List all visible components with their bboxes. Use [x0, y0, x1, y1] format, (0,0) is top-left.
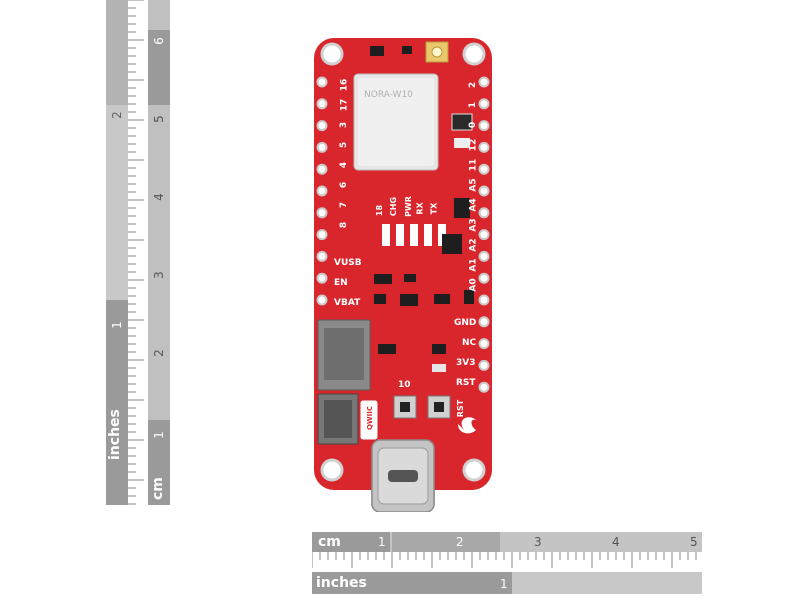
right-pin-label-12: 12 — [468, 138, 479, 152]
right-pin-label-rst: RST — [456, 378, 476, 388]
left-pin-label-4: 4 — [339, 161, 350, 169]
horizontal-ruler: cm 1 2 3 4 5 inches 1 — [311, 532, 702, 594]
horizontal-cm-number-3: 3 — [534, 535, 542, 549]
horizontal-inches-label: inches — [316, 575, 367, 591]
vertical-cm-number-3: 3 — [151, 271, 166, 279]
left-pin-label-5: 5 — [339, 141, 350, 149]
right-pin-label-2: 2 — [468, 81, 479, 89]
vertical-inch-number-1: 1 — [109, 321, 124, 329]
right-pin-label-gnd: GND — [454, 318, 477, 328]
pin-hole — [478, 338, 490, 350]
pin-hole — [478, 120, 490, 132]
right-pin-label-1: 1 — [468, 101, 479, 109]
sparkfun-flame-logo — [458, 417, 476, 434]
vertical-ruler-graphic — [106, 0, 170, 505]
left-pin-label-3: 3 — [339, 121, 350, 129]
pin-hole — [478, 207, 490, 219]
pin-hole — [478, 294, 490, 306]
left-pin-label-vusb: VUSB — [334, 258, 362, 268]
led-label-chg: CHG — [389, 196, 399, 217]
right-pin-label-a0: A0 — [468, 278, 479, 292]
pin-hole — [478, 76, 490, 88]
pin-hole — [478, 98, 490, 110]
right-pin-label-3v3: 3V3 — [456, 358, 476, 368]
horizontal-cm-number-4: 4 — [612, 535, 620, 549]
module-marking: NORA-W10 — [364, 90, 413, 100]
pin-hole — [478, 229, 490, 241]
horizontal-ruler-graphic — [311, 532, 702, 594]
pin-hole — [478, 185, 490, 197]
pin-hole — [316, 98, 328, 110]
vertical-cm-number-1: 1 — [151, 431, 166, 439]
right-pin-label-0: 0 — [468, 121, 479, 129]
button-label-10: 10 — [398, 380, 411, 390]
horizontal-cm-number-1: 1 — [378, 535, 386, 549]
left-pin-label-8: 8 — [339, 221, 350, 229]
left-pin-label-17: 17 — [339, 98, 350, 112]
smd-part — [454, 138, 470, 148]
pin-hole — [316, 76, 328, 88]
qwiic-logo — [359, 399, 379, 441]
mounting-hole-bottom-left — [320, 458, 344, 482]
pin-hole — [478, 141, 490, 153]
button-label-rst: RST — [456, 399, 466, 418]
pin-hole — [478, 272, 490, 284]
vertical-cm-number-6: 6 — [151, 37, 166, 45]
thing-plus-board: NORA-W10 16 17 3 5 4 6 7 8 VUSB EN VBAT … — [314, 38, 492, 513]
vertical-cm-number-2: 2 — [151, 349, 166, 357]
right-pin-label-11: 11 — [468, 158, 479, 172]
left-pin-label-16: 16 — [339, 78, 350, 92]
right-pin-label-a5: A5 — [468, 178, 479, 192]
pin-hole — [478, 250, 490, 262]
qwiic-label: QWIIC — [366, 405, 375, 431]
pin-hole — [478, 359, 490, 371]
vertical-inches-label: inches — [107, 409, 123, 460]
pin-hole — [478, 381, 490, 393]
led-label-pwr: PWR — [403, 196, 413, 217]
led-label-tx: TX — [429, 202, 439, 215]
pin-hole — [316, 229, 328, 241]
usb-serial-ic — [442, 234, 462, 254]
vertical-cm-number-5: 5 — [151, 115, 166, 123]
pin-hole — [316, 185, 328, 197]
horizontal-inch-number-1: 1 — [500, 577, 508, 591]
pin-hole — [316, 207, 328, 219]
pin-hole — [316, 294, 328, 306]
right-pin-label-a1: A1 — [468, 258, 479, 272]
right-pin-label-a3: A3 — [468, 218, 479, 232]
pin-hole — [316, 141, 328, 153]
mounting-hole-top-left — [320, 42, 344, 66]
smd-part — [402, 46, 412, 54]
mounting-hole-bottom-right — [462, 458, 486, 482]
horizontal-cm-label: cm — [318, 534, 341, 550]
pin-hole — [316, 272, 328, 284]
board-graphic — [314, 38, 492, 513]
smd-part — [370, 46, 384, 56]
left-pin-label-6: 6 — [339, 181, 350, 189]
vertical-cm-number-4: 4 — [151, 193, 166, 201]
horizontal-cm-number-2: 2 — [456, 535, 464, 549]
left-pin-label-en: EN — [334, 278, 348, 288]
left-pin-label-vbat: VBAT — [334, 298, 361, 308]
mounting-hole-top-right — [462, 42, 486, 66]
pin-hole — [316, 250, 328, 262]
pin-hole — [478, 316, 490, 328]
led-label-rx: RX — [415, 202, 425, 215]
right-pin-label-a4: A4 — [468, 198, 479, 212]
pin-hole — [478, 163, 490, 175]
vertical-inch-number-2: 2 — [109, 111, 124, 119]
right-pin-label-nc: NC — [462, 338, 477, 348]
crystal — [451, 113, 473, 131]
pin-hole — [316, 163, 328, 175]
vertical-cm-label: cm — [150, 477, 166, 500]
right-pin-label-a2: A2 — [468, 238, 479, 252]
vertical-ruler: inches cm 1 2 1 2 3 4 5 6 — [104, 0, 170, 505]
led-label-18: 18 — [375, 204, 385, 217]
left-pin-label-7: 7 — [339, 201, 350, 209]
pin-hole — [316, 120, 328, 132]
horizontal-cm-number-5: 5 — [690, 535, 698, 549]
